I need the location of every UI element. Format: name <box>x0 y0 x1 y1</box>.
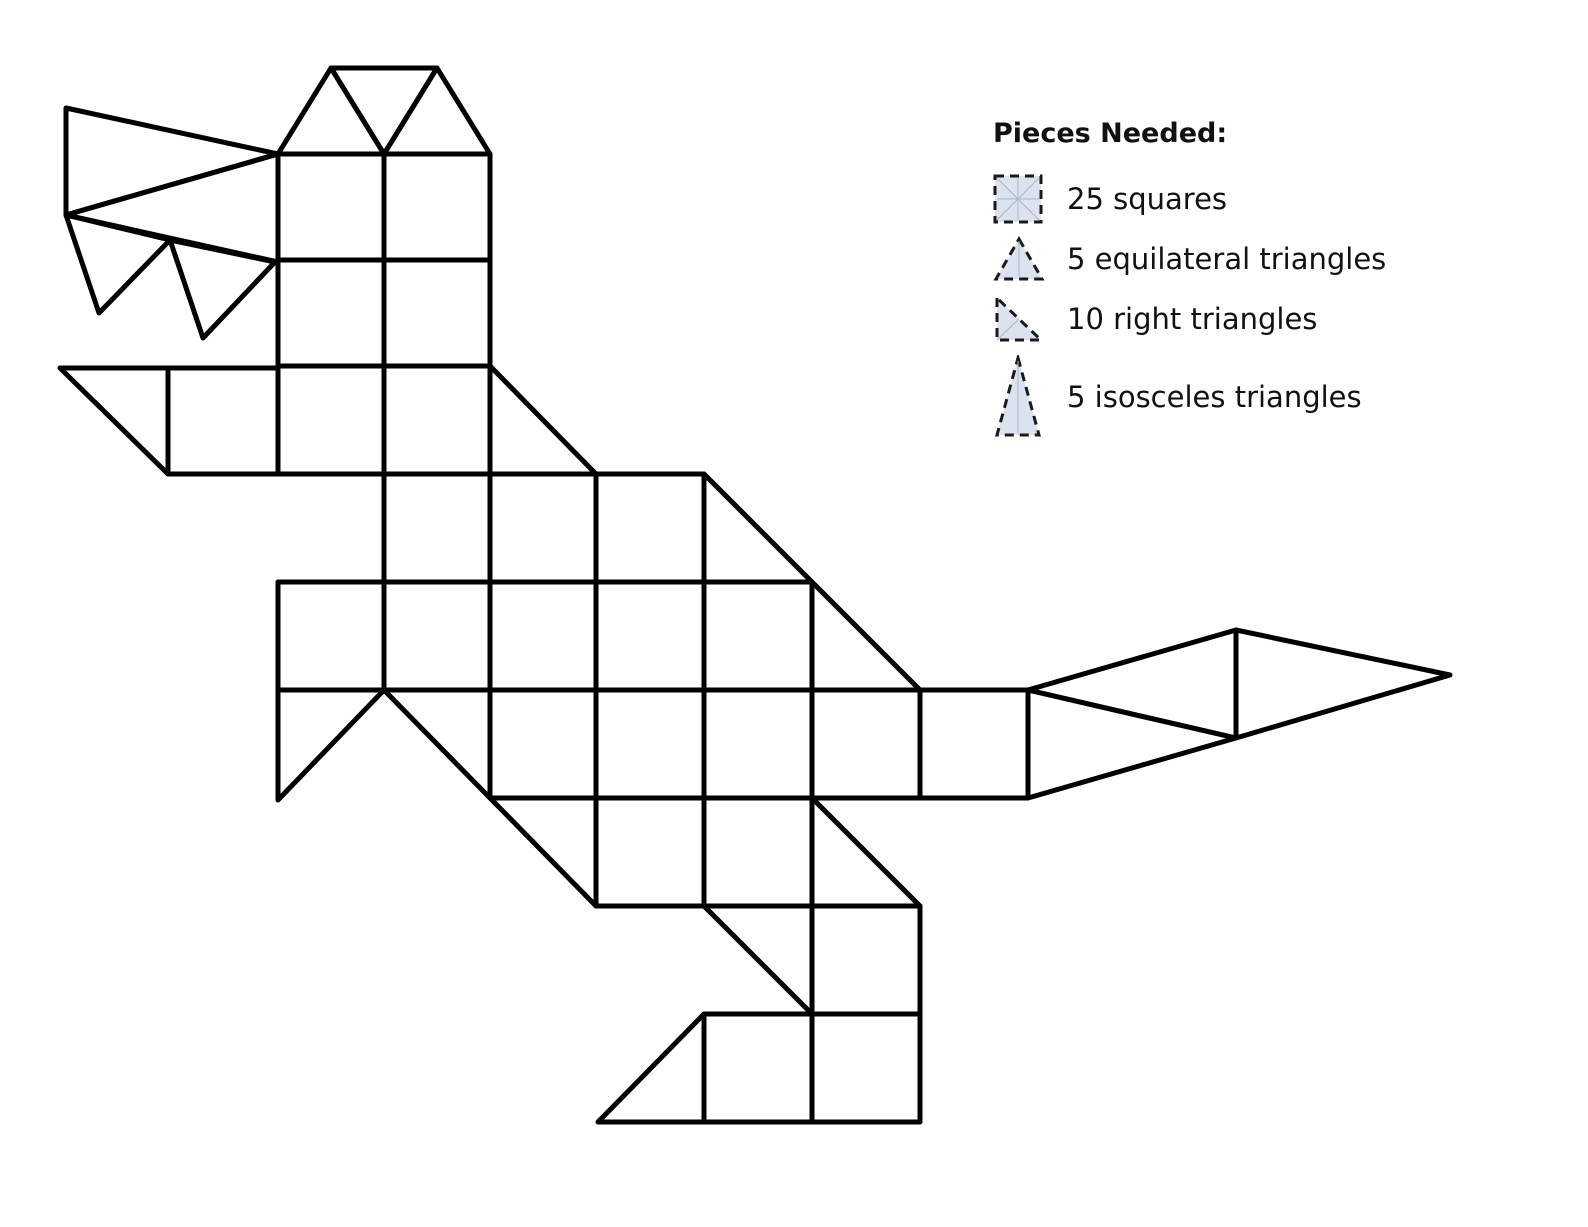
legend-label-right: 10 right triangles <box>1067 302 1318 336</box>
legend-title: Pieces Needed: <box>993 118 1228 149</box>
tail-triangles <box>1025 627 1453 801</box>
equilateral-triangle-icon <box>993 229 1049 289</box>
legend-label-equilateral: 5 equilateral triangles <box>1067 242 1387 276</box>
legend-row-squares: 25 squares <box>993 169 1553 229</box>
right-triangle-pieces <box>57 363 923 1125</box>
head-triangles <box>275 65 493 157</box>
right-triangle-icon <box>993 289 1049 349</box>
legend-row-right: 10 right triangles <box>993 289 1553 349</box>
legend-row-isosceles: 5 isosceles triangles <box>993 351 1553 443</box>
legend-row-equilateral: 5 equilateral triangles <box>993 229 1553 289</box>
square-icon <box>993 169 1049 229</box>
jaw-triangles <box>63 105 281 341</box>
isosceles-triangle-icon <box>993 351 1049 443</box>
square-pieces <box>165 151 1031 1125</box>
legend-label-isosceles: 5 isosceles triangles <box>1067 380 1362 414</box>
legend-label-squares: 25 squares <box>1067 182 1228 216</box>
pieces-legend: Pieces Needed: 25 squares 5 equilateral … <box>993 118 1553 443</box>
